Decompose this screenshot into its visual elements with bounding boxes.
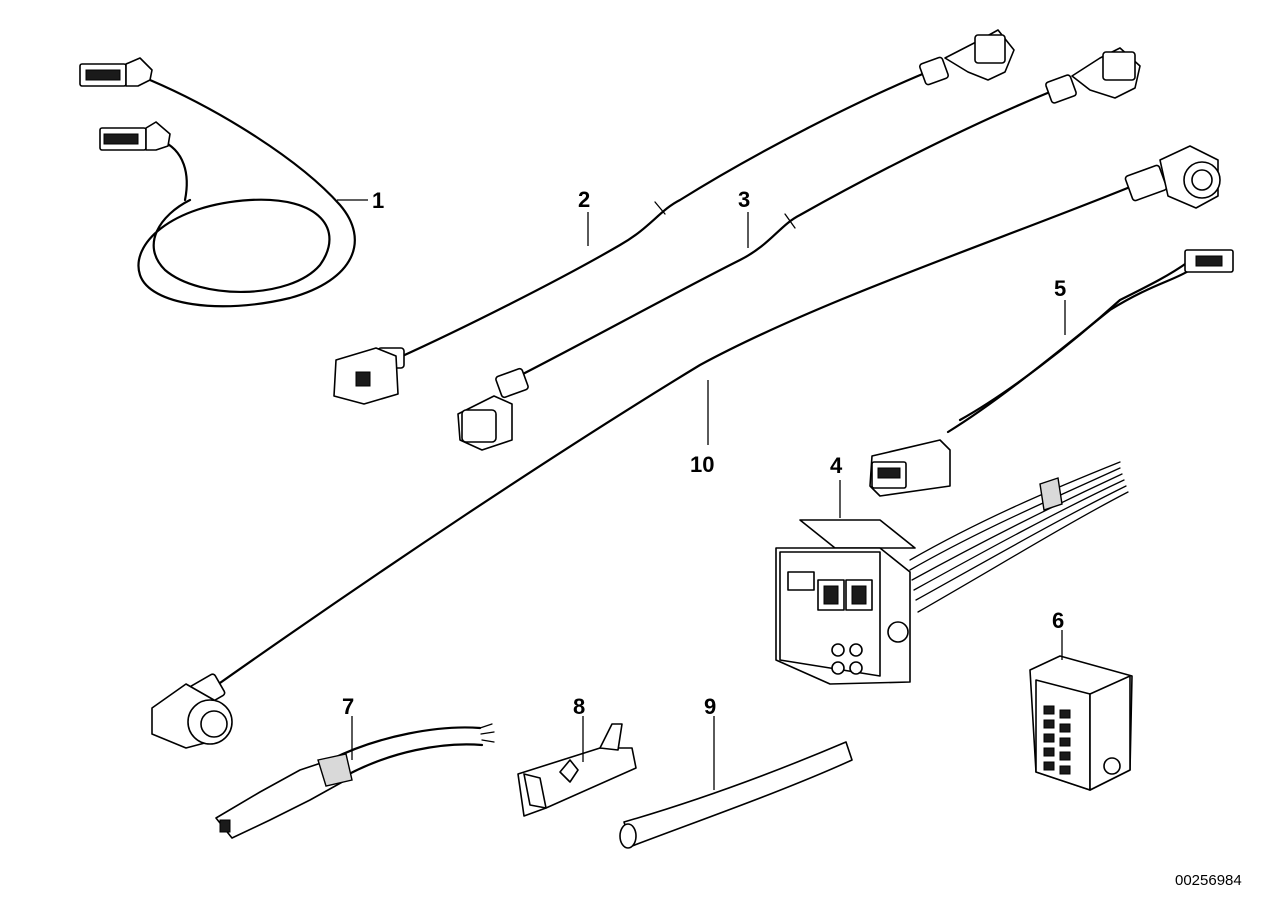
part-5-connector-bottom bbox=[869, 439, 951, 497]
callout-9-label: 9 bbox=[704, 694, 716, 719]
part-5-connector-top bbox=[1184, 249, 1234, 273]
callout-10-label: 10 bbox=[690, 452, 714, 477]
part-10-connector-bottom bbox=[151, 673, 233, 749]
callout-10: 10 bbox=[690, 380, 714, 477]
callout-4: 4 bbox=[830, 453, 843, 518]
part-2-connector-right bbox=[919, 29, 1015, 86]
callout-5-label: 5 bbox=[1054, 276, 1066, 301]
callout-8-label: 8 bbox=[573, 694, 585, 719]
callout-3-label: 3 bbox=[738, 187, 750, 212]
callout-6: 6 bbox=[1052, 608, 1064, 660]
part-2-cable[interactable] bbox=[333, 29, 1015, 405]
callout-3: 3 bbox=[738, 187, 750, 248]
callout-7: 7 bbox=[342, 694, 354, 760]
part-3-connector-left bbox=[457, 367, 529, 451]
part-3-connector-right bbox=[1045, 47, 1141, 104]
callout-8: 8 bbox=[573, 694, 585, 762]
part-3-cable[interactable] bbox=[457, 47, 1141, 451]
part-1-connector-b bbox=[99, 121, 171, 151]
part-10-connector-top bbox=[1124, 145, 1221, 209]
document-number: 00256984 bbox=[1175, 872, 1242, 889]
callout-5: 5 bbox=[1054, 276, 1066, 335]
part-8-contact-clip[interactable] bbox=[517, 723, 637, 817]
callout-6-label: 6 bbox=[1052, 608, 1064, 633]
callout-7-label: 7 bbox=[342, 694, 354, 719]
callout-2-label: 2 bbox=[578, 187, 590, 212]
callout-4-label: 4 bbox=[830, 453, 843, 478]
part-7-crimp-terminal[interactable] bbox=[215, 723, 495, 839]
part-1-connector-a bbox=[79, 57, 153, 87]
part-9-sleeve[interactable] bbox=[619, 741, 853, 849]
callout-1-label: 1 bbox=[372, 188, 384, 213]
part-5-adapter-lead[interactable] bbox=[869, 249, 1234, 497]
part-10-cable[interactable] bbox=[151, 145, 1221, 749]
part-4-connector-housing[interactable] bbox=[775, 461, 1129, 685]
callout-1: 1 bbox=[337, 188, 384, 213]
part-1-looped-cable[interactable] bbox=[79, 57, 356, 308]
part-2-connector-left bbox=[333, 347, 405, 405]
callout-9: 9 bbox=[704, 694, 716, 790]
part-6-pin-block[interactable] bbox=[1029, 655, 1133, 791]
callout-2: 2 bbox=[578, 187, 590, 246]
